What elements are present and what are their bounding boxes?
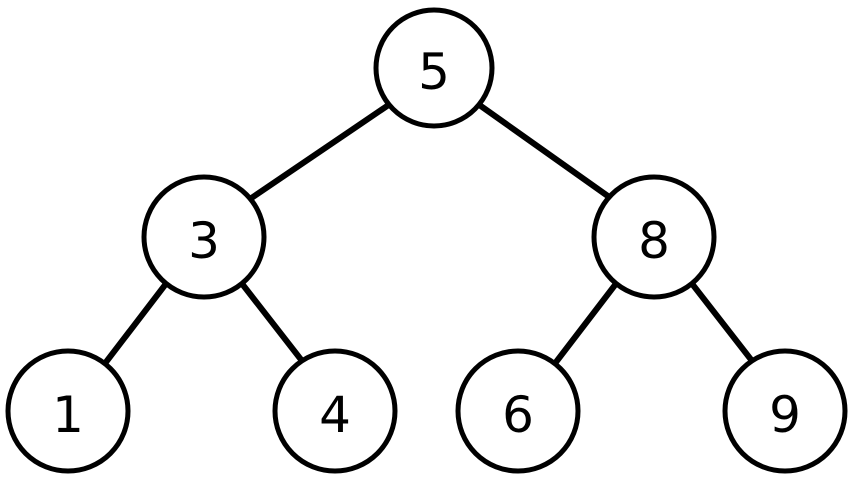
edge-8-6 (550, 282, 618, 369)
node-label: 5 (418, 43, 450, 101)
edge-3-1 (100, 282, 168, 369)
node-circle (373, 7, 495, 129)
node-circle (5, 348, 131, 474)
edge-3-4 (240, 282, 309, 369)
node-circle (722, 348, 848, 474)
tree-node-4: 4 (272, 348, 398, 474)
edge-8-9 (690, 282, 759, 369)
tree-edges (100, 101, 759, 369)
tree-node-1: 1 (5, 348, 131, 474)
tree-node-5: 5 (373, 7, 495, 129)
node-label: 8 (638, 212, 670, 270)
node-label: 6 (502, 386, 534, 444)
node-label: 1 (52, 386, 84, 444)
edge-5-3 (247, 101, 393, 202)
edge-5-8 (475, 101, 615, 202)
node-label: 4 (319, 386, 351, 444)
node-circle (455, 348, 581, 474)
node-circle (141, 174, 267, 300)
tree-node-9: 9 (722, 348, 848, 474)
node-circle (272, 348, 398, 474)
tree-node-3: 3 (141, 174, 267, 300)
node-label: 3 (188, 212, 220, 270)
node-label: 9 (769, 386, 801, 444)
node-circle (591, 174, 717, 300)
tree-node-8: 8 (591, 174, 717, 300)
tree-node-6: 6 (455, 348, 581, 474)
